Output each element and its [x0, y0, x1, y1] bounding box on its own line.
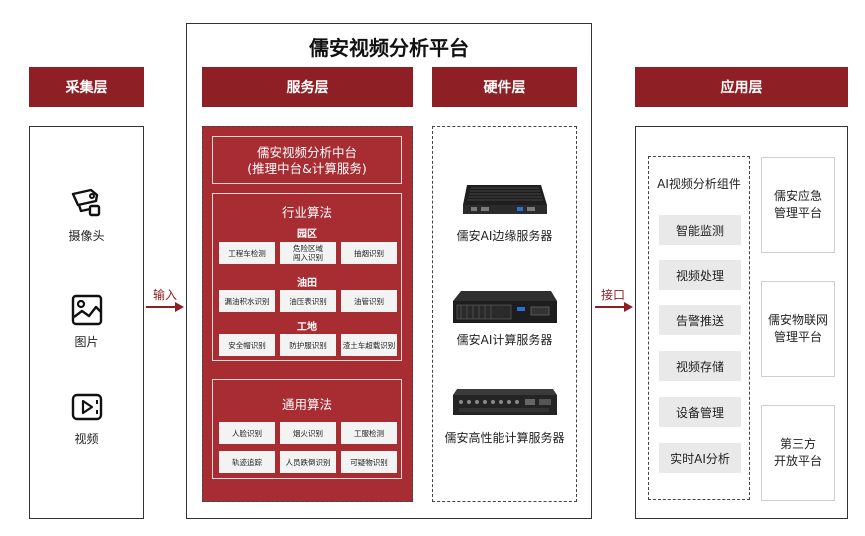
hardware-layer-title: 硬件层 — [483, 80, 526, 96]
analysis-center-subtitle: (推理中台&计算服务) — [247, 161, 367, 176]
edge-server-icon — [463, 185, 547, 214]
rack-server-label: 儒安AI计算服务器 — [456, 333, 553, 347]
output-arrow-label: 接口 — [600, 288, 625, 302]
hardware-layer-header: 硬件层 — [432, 67, 577, 107]
components-title: AI视频分析组件 — [657, 177, 741, 191]
alg-cell: 抽烟识别 — [341, 242, 397, 264]
industry-algorithms-title: 行业算法 — [281, 205, 332, 220]
collection-layer-title: 采集层 — [65, 80, 108, 96]
alg-cell: 防护服识别 — [280, 334, 336, 356]
collection-layer-header: 采集层 — [29, 67, 144, 107]
input-arrow-head — [175, 302, 184, 312]
component-item: 设备管理 — [659, 397, 741, 427]
source-image: 图片 — [30, 293, 143, 350]
hpc-server-icon — [453, 389, 557, 415]
platform-card-emergency: 儒安应急 管理平台 — [761, 157, 835, 253]
application-layer-title: 应用层 — [720, 80, 763, 96]
source-camera: 摄像头 — [30, 185, 143, 244]
alg-cell: 工程车检测 — [219, 242, 275, 264]
general-algorithms-box: 通用算法 人脸识别 烟火识别 工服检测 轨迹追踪 人员跌倒识别 可疑物识别 — [212, 379, 402, 479]
analysis-center-title: 儒安视频分析中台 — [256, 145, 357, 160]
source-video: 视频 — [30, 390, 143, 447]
edge-server-label: 儒安AI边缘服务器 — [456, 229, 553, 243]
alg-cell: 漏油积水识别 — [219, 290, 275, 312]
alg-cell: 油管识别 — [341, 290, 397, 312]
source-video-label: 视频 — [74, 432, 99, 446]
alg-cell: 渣土车超载识别 — [341, 334, 397, 356]
alg-cell: 烟火识别 — [280, 422, 336, 444]
component-item: 视频处理 — [659, 260, 741, 290]
output-arrow-line — [595, 306, 625, 308]
component-item: 智能监测 — [659, 215, 741, 245]
alg-cell: 油压表识别 — [280, 290, 336, 312]
group-title-oilfield: 油田 — [297, 278, 317, 289]
video-icon — [71, 393, 102, 421]
alg-cell: 工服检测 — [341, 422, 397, 444]
alg-cell: 轨迹追踪 — [219, 451, 275, 473]
alg-cell: 可疑物识别 — [341, 451, 397, 473]
group-title-park: 园区 — [297, 229, 317, 240]
alg-cell: 人员跌倒识别 — [280, 451, 336, 473]
hardware-layer-panel: 儒安AI边缘服务器 儒安AI计算服务器 儒安高性能计算服务器 — [432, 126, 577, 502]
camera-icon — [71, 188, 100, 217]
source-camera-label: 摄像头 — [68, 229, 105, 243]
alg-cell: 危险区域 闯入识别 — [280, 242, 336, 264]
input-arrow-line — [146, 306, 176, 308]
component-item: 告警推送 — [659, 305, 741, 335]
hpc-server-label: 儒安高性能计算服务器 — [444, 431, 565, 445]
source-image-label: 图片 — [74, 335, 99, 349]
collection-layer-panel: 摄像头 图片 视频 — [29, 126, 144, 519]
input-arrow-label: 输入 — [152, 288, 177, 302]
component-item: 视频存储 — [659, 351, 741, 381]
platform-title: 儒安视频分析平台 — [309, 36, 469, 60]
analysis-center-box: 儒安视频分析中台 (推理中台&计算服务) — [212, 136, 402, 184]
image-icon — [71, 294, 102, 326]
platform-card-iot: 儒安物联网 管理平台 — [761, 281, 835, 377]
alg-cell: 安全帽识别 — [219, 334, 275, 356]
platform-card-third-party: 第三方 开放平台 — [761, 405, 835, 501]
general-algorithms-title: 通用算法 — [281, 397, 332, 412]
output-arrow-head — [624, 302, 633, 312]
service-layer-header: 服务层 — [202, 67, 413, 107]
industry-algorithms-box: 行业算法 园区 工程车检测 危险区域 闯入识别 抽烟识别 油田 漏油积水识别 油… — [212, 193, 402, 361]
group-title-construction: 工地 — [297, 322, 317, 333]
application-layer-header: 应用层 — [635, 67, 848, 107]
component-item: 实时AI分析 — [659, 443, 741, 473]
alg-cell: 人脸识别 — [219, 422, 275, 444]
service-layer-title: 服务层 — [286, 80, 329, 96]
components-panel: AI视频分析组件 智能监测 视频处理 告警推送 视频存储 设备管理 实时AI分析 — [648, 156, 750, 500]
rack-server-icon — [453, 291, 557, 323]
